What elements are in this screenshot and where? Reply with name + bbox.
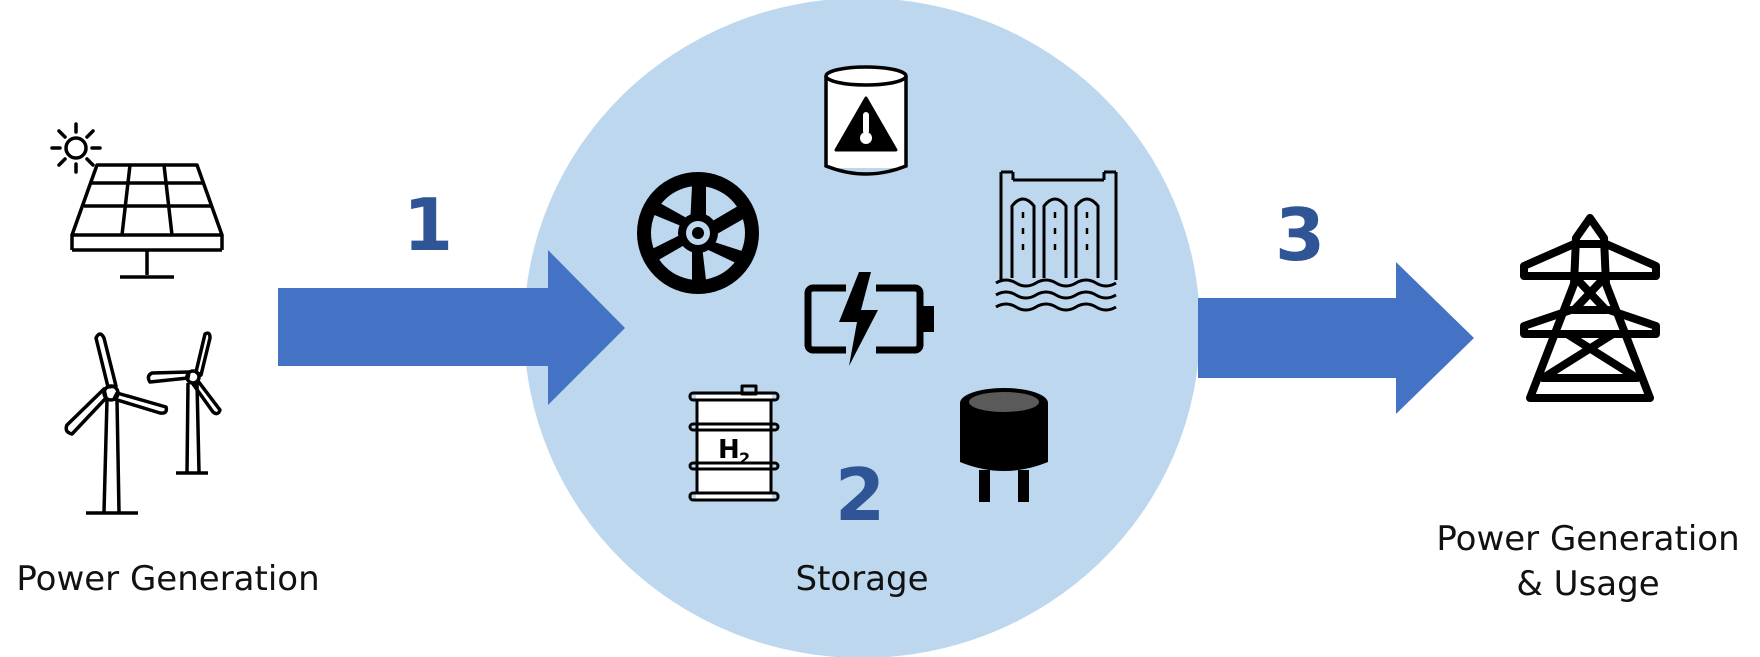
transmission-tower-icon [1520,214,1660,402]
h2-label: H [718,435,740,465]
arrow-3 [1198,262,1474,414]
step-number-3: 3 [1275,193,1325,277]
label-generation-usage-line-1: Power Generation [1436,519,1739,559]
hydrogen-barrel-icon: H 2 [688,384,780,502]
step-number-1: 1 [403,183,453,267]
label-generation-usage-line-2: & Usage [1516,564,1659,604]
h2-subscript: 2 [739,449,750,468]
step-number-2: 2 [835,453,885,537]
flywheel-icon [637,172,759,294]
arrow-1 [278,250,625,405]
label-storage: Storage [795,559,928,599]
battery-icon [804,272,934,366]
wind-turbine-small-icon [146,331,222,475]
hydro-dam-icon [995,170,1118,312]
thermal-tank-icon [824,65,908,176]
capacitor-icon [960,388,1048,502]
sun-icon [50,122,102,174]
label-power-generation: Power Generation [16,559,319,599]
wind-turbine-icon [64,332,169,515]
solar-panel-icon [70,163,224,279]
